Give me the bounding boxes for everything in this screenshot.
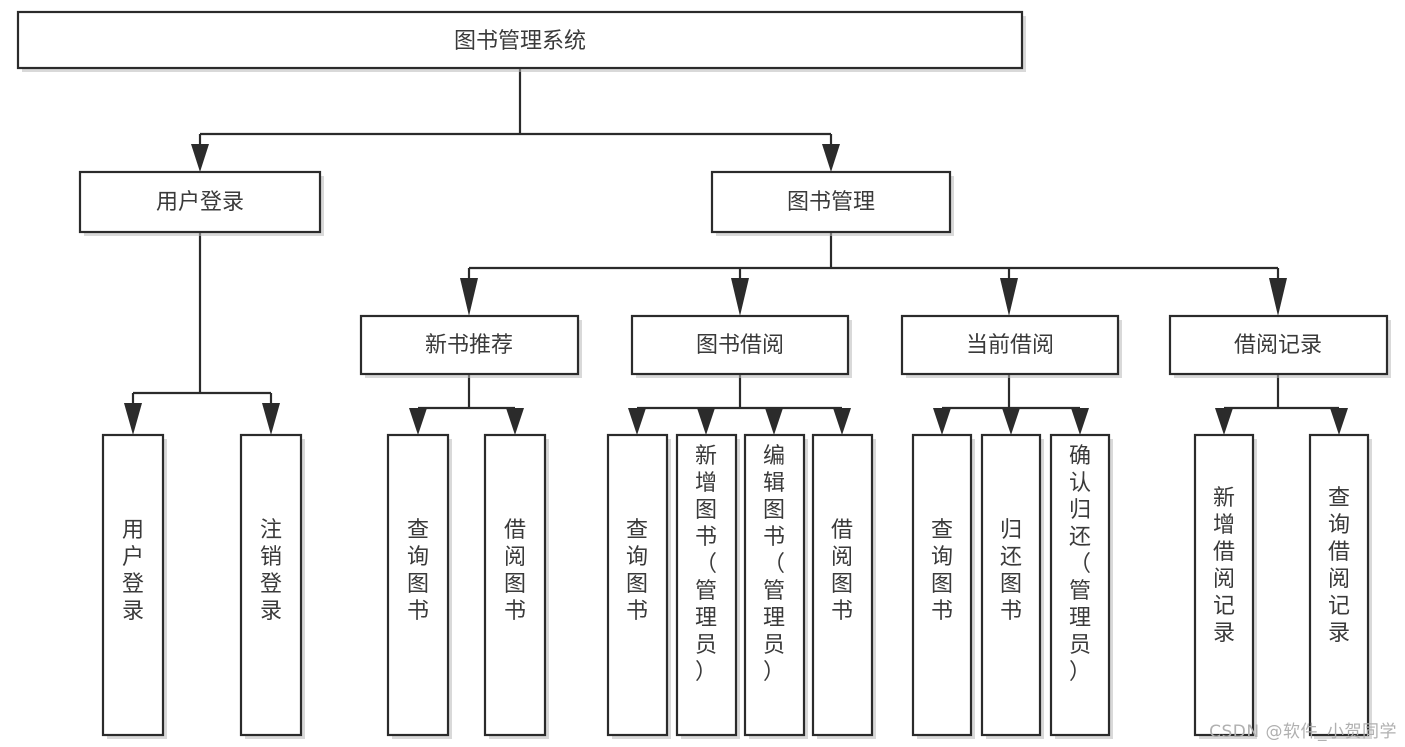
node-leaf-query-book-2-label: 查询图书 — [626, 518, 648, 624]
node-leaf-user-login-box[interactable] — [101, 433, 165, 737]
arrow-cb-return — [1002, 408, 1020, 435]
arrow-bm-newbook — [460, 278, 478, 316]
node-leaf-add-record[interactable]: 新增借阅记录 — [1193, 433, 1257, 739]
node-leaf-borrow-book-1-label: 借阅图书 — [504, 518, 526, 624]
node-leaf-borrow-book-1[interactable]: 借阅图书 — [483, 433, 549, 739]
node-current-borrow-box[interactable] — [900, 314, 1120, 376]
connector-bookmanage-to-level3 — [460, 232, 1287, 316]
node-borrow-record[interactable]: 借阅记录 — [1168, 314, 1391, 378]
connector-layer — [124, 68, 1348, 435]
node-book-manage[interactable]: 图书管理 — [710, 170, 954, 236]
node-leaf-edit-book-box[interactable] — [743, 433, 806, 737]
csdn-watermark: CSDN @软件_小贺同学 — [1209, 722, 1397, 742]
arrow-bb-borrow — [833, 408, 851, 435]
node-leaf-add-book-box[interactable] — [675, 433, 738, 737]
node-leaf-query-book-2-box[interactable] — [606, 433, 669, 737]
node-leaf-edit-book-label: 编辑图书（管理员） — [763, 444, 785, 685]
node-leaf-add-record-box[interactable] — [1193, 433, 1255, 737]
node-leaf-query-record-box[interactable] — [1308, 433, 1370, 737]
node-leaf-query-record[interactable]: 查询借阅记录 — [1308, 433, 1372, 739]
node-leaf-logout-label: 注销登录 — [260, 518, 282, 624]
connector-currentborrow-to-leaves — [933, 374, 1089, 435]
arrow-bb-edit — [765, 408, 783, 435]
arrow-br-add — [1215, 408, 1233, 435]
node-borrow-record-box[interactable] — [1168, 314, 1389, 376]
arrow-ul-login — [124, 403, 142, 435]
node-borrow-record-label: 借阅记录 — [1234, 333, 1322, 358]
node-user-login-box[interactable] — [78, 170, 322, 234]
node-book-manage-box[interactable] — [710, 170, 952, 234]
node-leaf-add-record-label: 新增借阅记录 — [1213, 486, 1235, 646]
connector-newbookrec-to-leaves — [409, 374, 524, 435]
node-leaf-query-book-2[interactable]: 查询图书 — [606, 433, 671, 739]
node-user-login[interactable]: 用户登录 — [78, 170, 324, 236]
node-current-borrow[interactable]: 当前借阅 — [900, 314, 1122, 378]
node-leaf-add-book[interactable]: 新增图书（管理员） — [675, 433, 740, 739]
node-new-book-rec-label: 新书推荐 — [425, 333, 513, 358]
node-leaf-query-book-3-box[interactable] — [911, 433, 973, 737]
node-leaf-confirm-return-box[interactable] — [1049, 433, 1111, 737]
node-leaf-confirm-return[interactable]: 确认归还（管理员） — [1049, 433, 1113, 739]
node-book-borrow[interactable]: 图书借阅 — [630, 314, 852, 378]
node-leaf-user-login-label: 用户登录 — [122, 518, 144, 624]
connector-root-to-level2 — [191, 68, 840, 172]
node-leaf-return-book[interactable]: 归还图书 — [980, 433, 1044, 739]
node-book-borrow-label: 图书借阅 — [696, 333, 784, 358]
node-new-book-rec[interactable]: 新书推荐 — [359, 314, 582, 378]
node-leaf-user-login[interactable]: 用户登录 — [101, 433, 167, 739]
node-leaf-edit-book[interactable]: 编辑图书（管理员） — [743, 433, 808, 739]
arrow-ul-logout — [262, 403, 280, 435]
node-leaf-borrow-book-2-label: 借阅图书 — [831, 518, 853, 624]
arrow-nbr-query — [409, 408, 427, 435]
node-leaf-logout[interactable]: 注销登录 — [239, 433, 305, 739]
node-leaf-borrow-book-2[interactable]: 借阅图书 — [811, 433, 876, 739]
arrow-cb-confirm — [1071, 408, 1089, 435]
node-leaf-query-book-1-box[interactable] — [386, 433, 450, 737]
node-leaf-query-book-1[interactable]: 查询图书 — [386, 433, 452, 739]
arrow-bm-borrowrecord — [1269, 278, 1287, 316]
node-book-manage-label: 图书管理 — [787, 190, 875, 215]
node-leaf-return-book-label: 归还图书 — [1000, 518, 1022, 624]
arrow-bm-currentborrow — [1000, 278, 1018, 316]
connector-borrowrecord-to-leaves — [1215, 374, 1348, 435]
node-leaf-add-book-label: 新增图书（管理员） — [695, 444, 717, 685]
connector-userlogin-to-leaves — [124, 232, 280, 435]
arrow-bb-add — [697, 408, 715, 435]
arrow-cb-query — [933, 408, 951, 435]
node-leaf-query-record-label: 查询借阅记录 — [1328, 486, 1350, 646]
node-root[interactable]: 图书管理系统 — [16, 10, 1026, 72]
arrow-bm-bookborrow — [731, 278, 749, 316]
arrow-bb-query — [628, 408, 646, 435]
node-leaf-return-book-box[interactable] — [980, 433, 1042, 737]
node-leaf-query-book-1-label: 查询图书 — [407, 518, 429, 624]
arrow-root-book-manage — [822, 144, 840, 172]
node-root-label: 图书管理系统 — [454, 29, 586, 54]
node-layer: 图书管理系统 用户登录 图书管理 新书推荐 — [16, 10, 1391, 739]
connector-bookborrow-to-leaves — [628, 374, 851, 435]
node-leaf-query-book-3[interactable]: 查询图书 — [911, 433, 975, 739]
node-user-login-label: 用户登录 — [156, 190, 244, 215]
arrow-nbr-borrow — [506, 408, 524, 435]
node-leaf-confirm-return-label: 确认归还（管理员） — [1069, 444, 1091, 685]
node-new-book-rec-box[interactable] — [359, 314, 580, 376]
node-current-borrow-label: 当前借阅 — [966, 333, 1054, 358]
node-leaf-borrow-book-1-box[interactable] — [483, 433, 547, 737]
arrow-root-user-login — [191, 144, 209, 172]
arrow-br-query — [1330, 408, 1348, 435]
node-book-borrow-box[interactable] — [630, 314, 850, 376]
node-leaf-borrow-book-2-box[interactable] — [811, 433, 874, 737]
node-root-box[interactable] — [16, 10, 1024, 70]
node-leaf-query-book-3-label: 查询图书 — [931, 518, 953, 624]
node-leaf-logout-box[interactable] — [239, 433, 303, 737]
